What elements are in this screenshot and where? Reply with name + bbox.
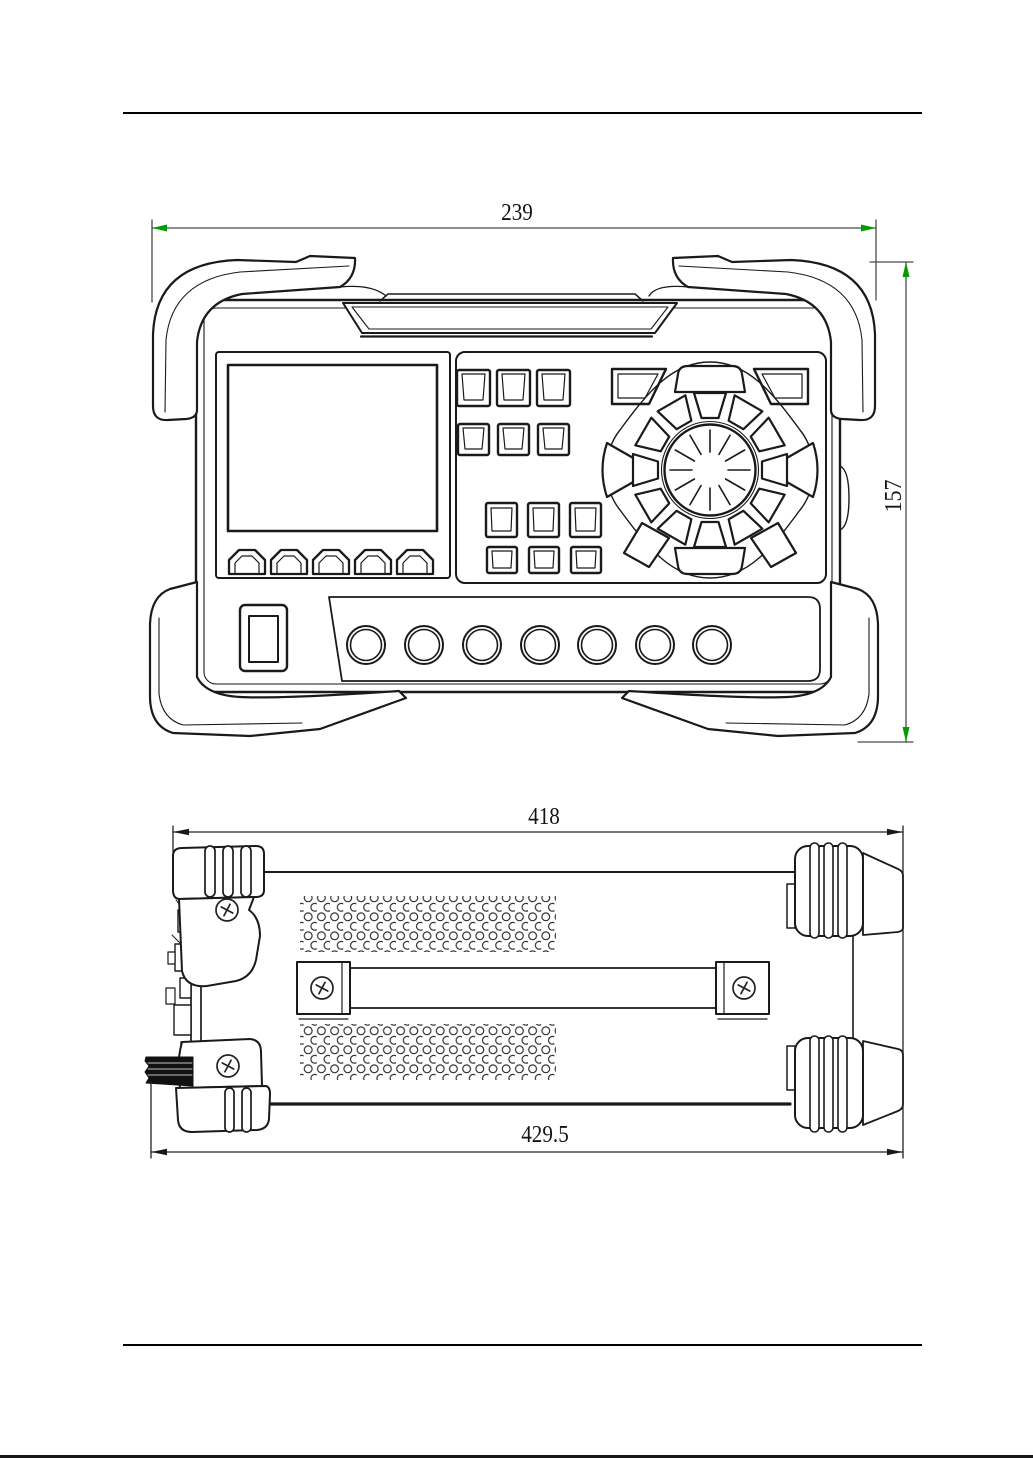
screw-handle-right <box>732 976 756 1000</box>
dim-front-width <box>151 219 877 303</box>
dim-label-front-width: 239 <box>501 200 533 226</box>
dim-side-length-inner <box>172 825 904 1159</box>
page-bottom-edge <box>0 1455 1033 1458</box>
bumper-bottom-right-detail <box>725 617 870 726</box>
vent-band-top <box>300 896 556 952</box>
rotary-knob <box>663 423 757 517</box>
dim-arrow <box>902 727 910 742</box>
bumper-bottom-left <box>148 580 408 738</box>
foot-front-top <box>172 845 265 988</box>
dim-arrow <box>152 224 167 232</box>
side-lens-right <box>839 465 850 531</box>
bumper-curve-left <box>339 285 387 297</box>
bumper-top-right-detail <box>678 265 864 413</box>
side-view <box>144 825 904 1159</box>
front-knob-black <box>144 1056 194 1087</box>
screw-front-top <box>215 898 239 922</box>
dim-arrow <box>151 1148 167 1156</box>
side-handle <box>296 961 770 1020</box>
foot-rear-top <box>786 842 904 939</box>
soft-keys <box>227 548 435 576</box>
footer-rule <box>123 1344 922 1346</box>
utility-keys <box>610 367 810 406</box>
knob-cluster <box>601 361 819 579</box>
top-handle-recess-inner <box>351 306 669 330</box>
bumper-top-right <box>671 254 877 422</box>
dim-label-front-height: 157 <box>881 479 907 513</box>
bumper-curve-right <box>648 285 689 297</box>
top-tab <box>379 293 644 302</box>
dim-arrow <box>173 828 189 836</box>
bumper-bottom-left-detail <box>158 617 303 726</box>
dim-front-height <box>857 261 914 743</box>
vent-band-bottom <box>300 1024 556 1080</box>
screw-handle-left <box>310 976 334 1000</box>
power-button <box>238 603 289 673</box>
bumper-top-left <box>151 254 357 422</box>
dim-label-side-length-outer: 429.5 <box>521 1122 569 1148</box>
top-handle-recess <box>342 302 678 334</box>
dim-arrow <box>887 1148 903 1156</box>
connector-plate <box>328 596 821 682</box>
dim-arrow <box>902 262 910 277</box>
numeric-keys <box>484 501 603 575</box>
foot-rear-bottom <box>786 1035 904 1133</box>
round-connectors <box>346 625 732 665</box>
dim-arrow <box>861 224 876 232</box>
dim-side-length-outer <box>150 1081 904 1159</box>
dim-arrow <box>887 828 903 836</box>
header-rule <box>123 112 922 114</box>
function-keys <box>455 368 572 457</box>
screw-front-bottom <box>216 1054 240 1078</box>
knob-cluster-bezel <box>605 361 815 579</box>
front-view <box>148 219 914 743</box>
cluster-arrow-keys <box>601 364 819 576</box>
dim-label-side-length-inner: 418 <box>528 804 560 830</box>
bumper-top-left-detail <box>164 265 350 413</box>
display-screen <box>226 363 439 533</box>
bumper-bottom-right <box>620 580 880 738</box>
